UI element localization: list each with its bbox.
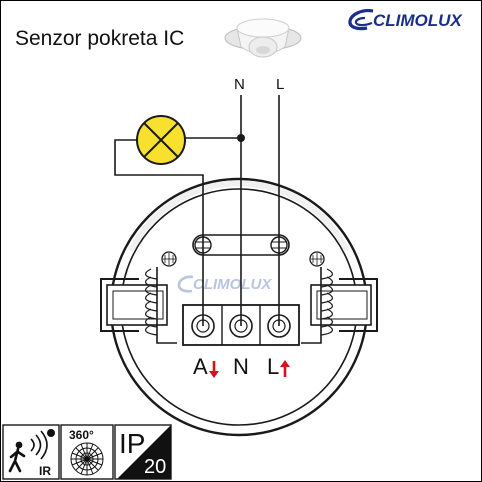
badge-motion-ir: IR bbox=[2, 424, 60, 480]
badge-coverage: 360° bbox=[60, 424, 114, 480]
wire-label-neutral: N bbox=[234, 76, 245, 93]
sensor-product-image bbox=[224, 18, 302, 58]
watermark: CLIMOLUX bbox=[177, 275, 272, 293]
terminal-label-l: L bbox=[267, 354, 279, 379]
wiring bbox=[114, 95, 280, 326]
lamp-icon bbox=[136, 115, 186, 165]
brand-name: CLIMOLUX bbox=[373, 11, 463, 30]
walking-person-icon bbox=[8, 441, 26, 473]
diagram-title: Senzor pokreta IC bbox=[15, 27, 184, 50]
badge-ip-label: IP bbox=[119, 428, 145, 459]
coverage-pattern-icon bbox=[70, 442, 104, 476]
junction-node bbox=[237, 134, 245, 142]
terminal-label-a: A bbox=[193, 354, 208, 379]
wire-label-line: L bbox=[276, 76, 284, 93]
brand-logo: CLIMOLUX bbox=[348, 9, 463, 31]
arrow-down-icon bbox=[209, 361, 219, 378]
left-spring-clip bbox=[100, 267, 177, 344]
badge-ip-value: 20 bbox=[144, 456, 166, 478]
sensor-waves-icon bbox=[30, 430, 48, 460]
terminal-label-n: N bbox=[233, 354, 249, 379]
lamp-switched-wire bbox=[114, 139, 204, 326]
badge-coverage-text: 360° bbox=[69, 428, 94, 442]
right-spring-clip bbox=[301, 267, 378, 344]
arrow-up-icon bbox=[280, 360, 290, 377]
screw-icon bbox=[161, 251, 177, 267]
watermark-text: CLIMOLUX bbox=[193, 276, 272, 293]
brand-mark-icon bbox=[348, 9, 374, 31]
badge-ip-rating: IP 20 bbox=[114, 424, 172, 480]
badge-ir-text: IR bbox=[39, 464, 51, 478]
screw-icon bbox=[309, 251, 325, 267]
